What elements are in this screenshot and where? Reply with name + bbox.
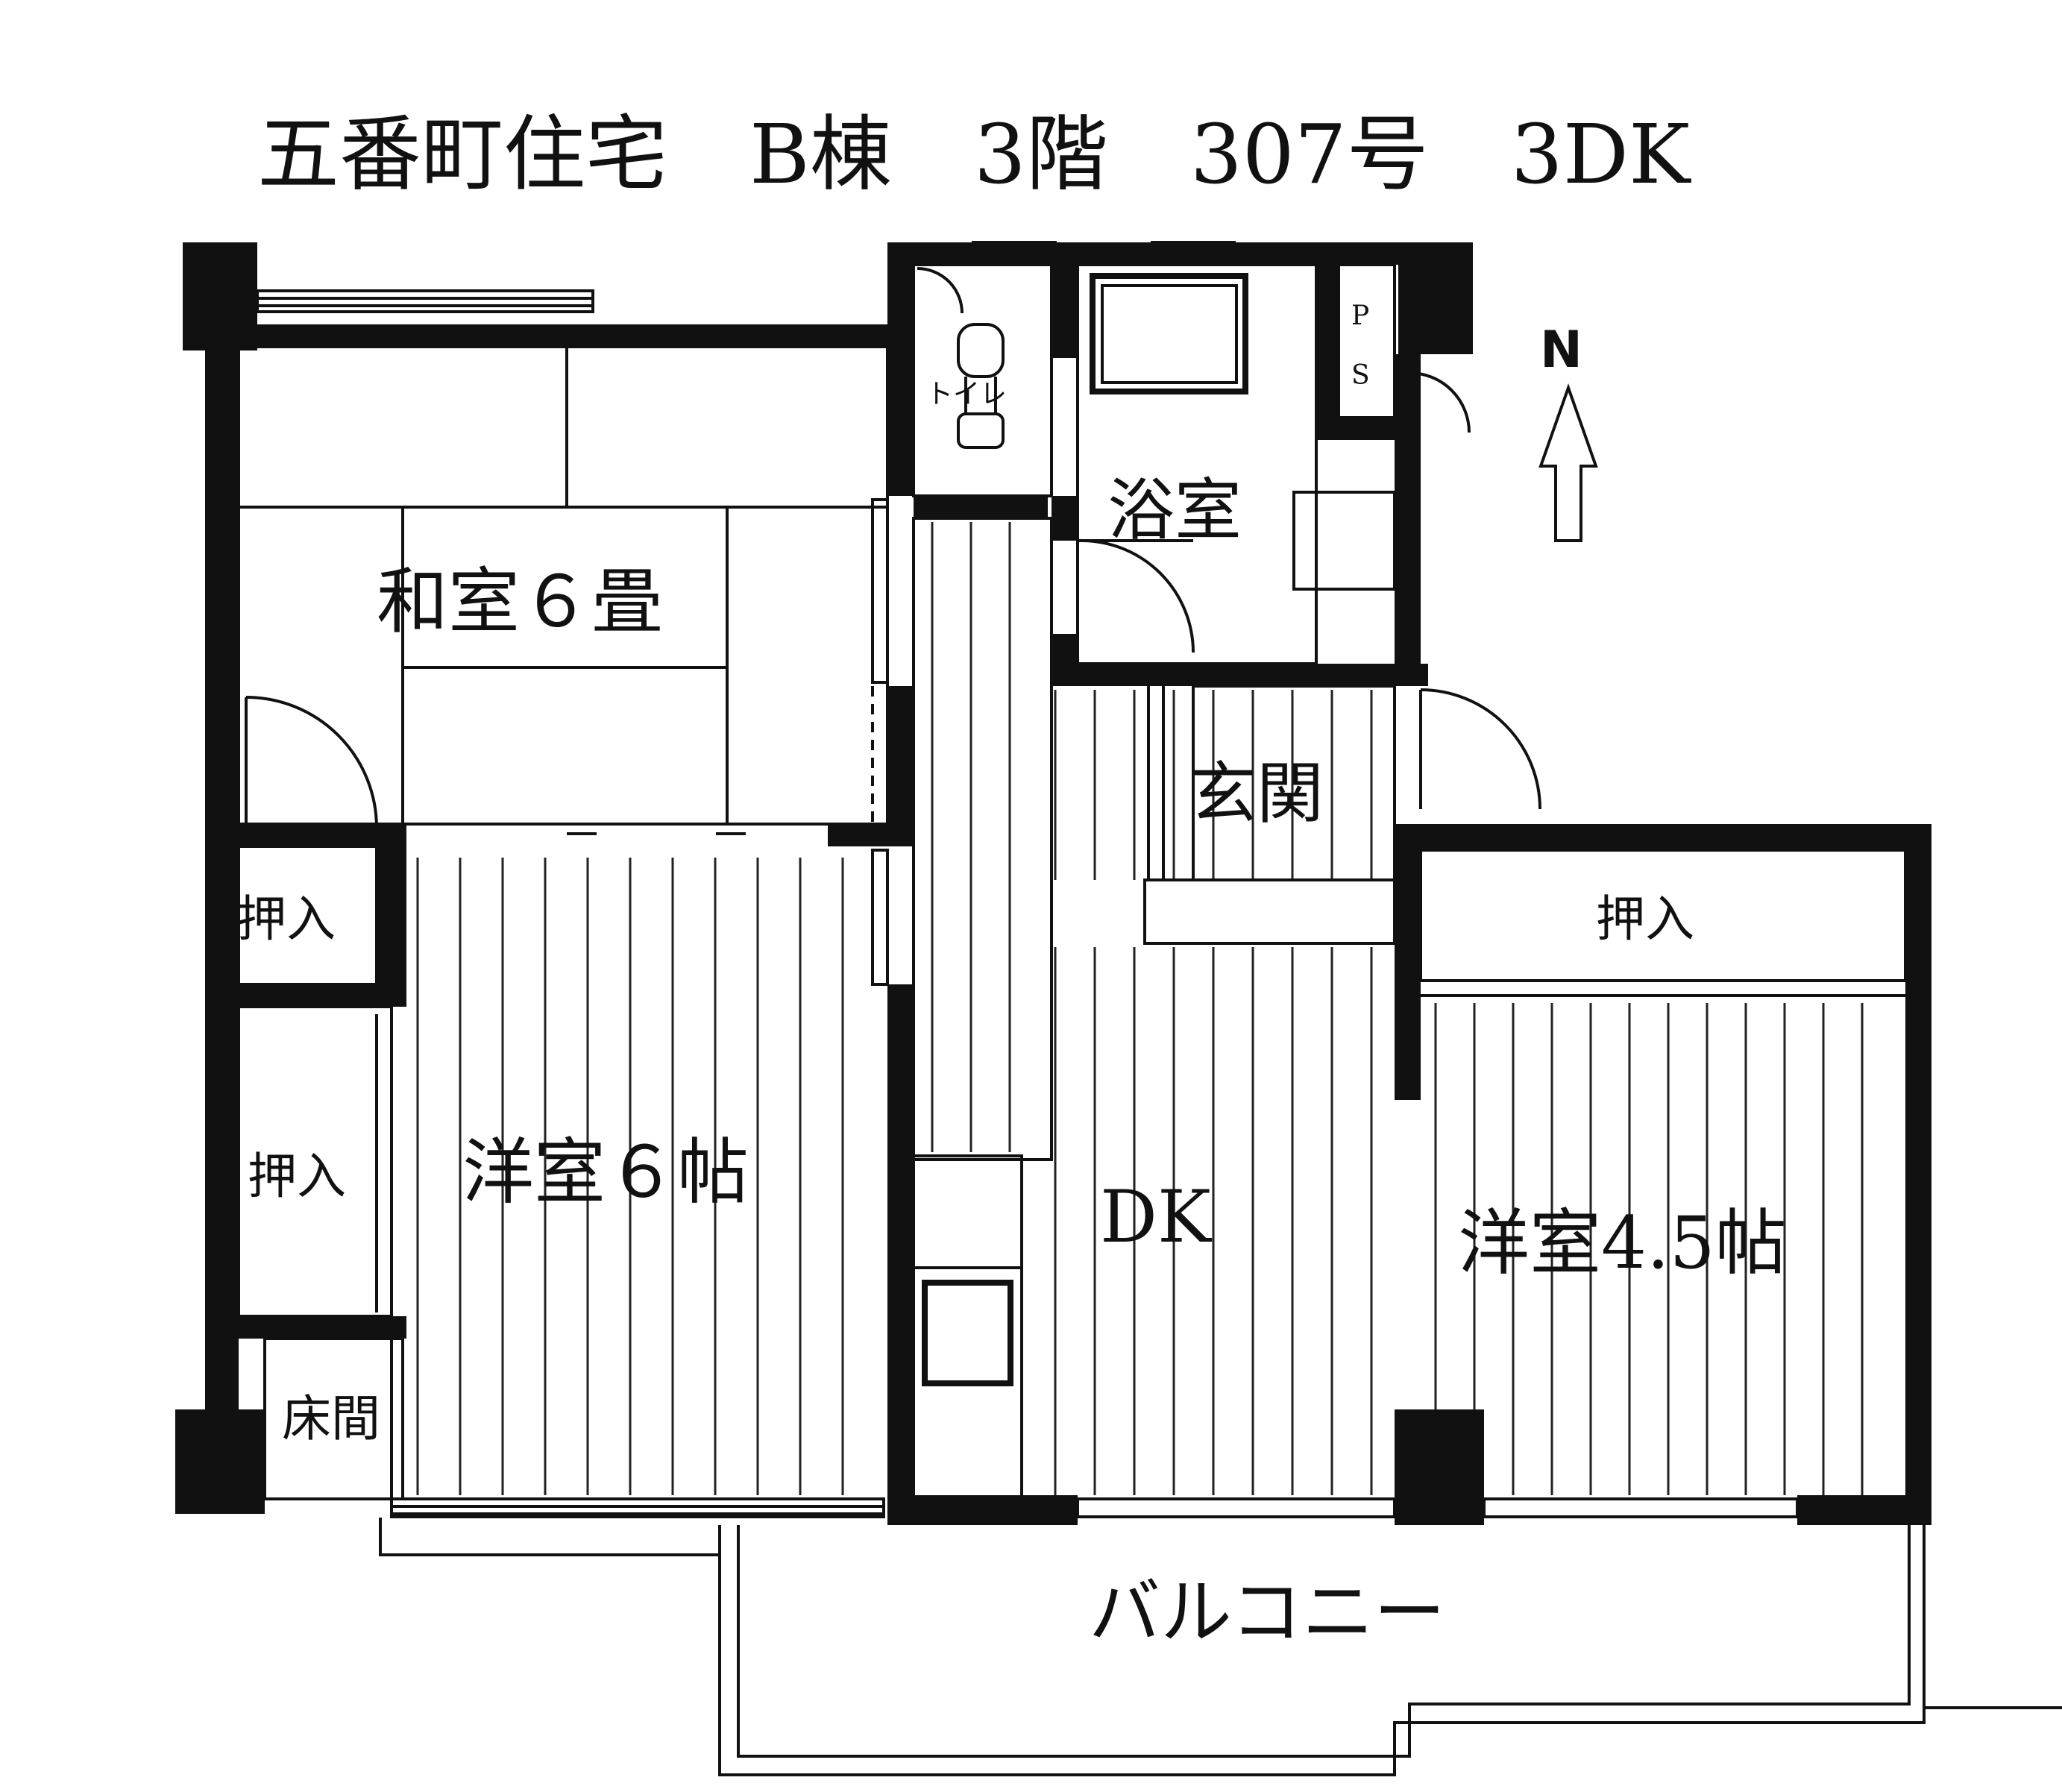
room-label-yoshitsu-6: 洋室６帖 — [462, 1131, 749, 1214]
toilet-fixture — [912, 263, 1053, 497]
room-label-yoshitsu-45: 洋室4.5帖 — [1458, 1201, 1787, 1285]
kitchen-counter — [912, 517, 1053, 1500]
north-label: N — [1540, 321, 1582, 380]
pipe-space — [1337, 263, 1396, 419]
room-label-dk: DK — [1100, 1175, 1213, 1259]
storage-outlines — [237, 845, 1907, 1500]
north-arrow-icon: N — [1538, 321, 1598, 542]
room-label-oshiire-1: 押入 — [237, 890, 336, 948]
windows — [256, 241, 1799, 1518]
room-label-toilet: トイレ — [926, 379, 1007, 409]
room-label-balcony: バルコニー — [1089, 1571, 1445, 1654]
room-label-oshiire-2: 押入 — [248, 1148, 346, 1205]
bath-fixtures — [1076, 263, 1396, 665]
room-label-washitsu: 和室６畳 — [377, 560, 663, 644]
door-swings — [245, 267, 1541, 829]
genkan-area — [1143, 685, 1396, 945]
yoshitsu-6-floor-hatching — [416, 858, 844, 1495]
room-label-bath: 浴室 — [1107, 471, 1242, 550]
balcony-outline — [379, 1518, 2062, 1776]
washitsu-tatami — [237, 334, 889, 835]
dk-floor-hatching — [1054, 690, 1373, 1495]
corridor-floor-hatching — [931, 522, 1011, 1152]
walls — [175, 242, 1931, 1525]
room-label-genkan: 玄関 — [1189, 755, 1324, 833]
room-label-oshiire-3: 押入 — [1596, 890, 1694, 948]
room-label-ps: P — [1351, 301, 1369, 331]
plan-title: 五番町住宅 B棟 3階 307号 3DK — [257, 107, 1691, 202]
yoshitsu-45-floor-hatching — [1434, 1003, 1864, 1495]
room-label-ps-2: S — [1351, 360, 1370, 391]
room-label-tokonoma: 床間 — [282, 1390, 380, 1447]
